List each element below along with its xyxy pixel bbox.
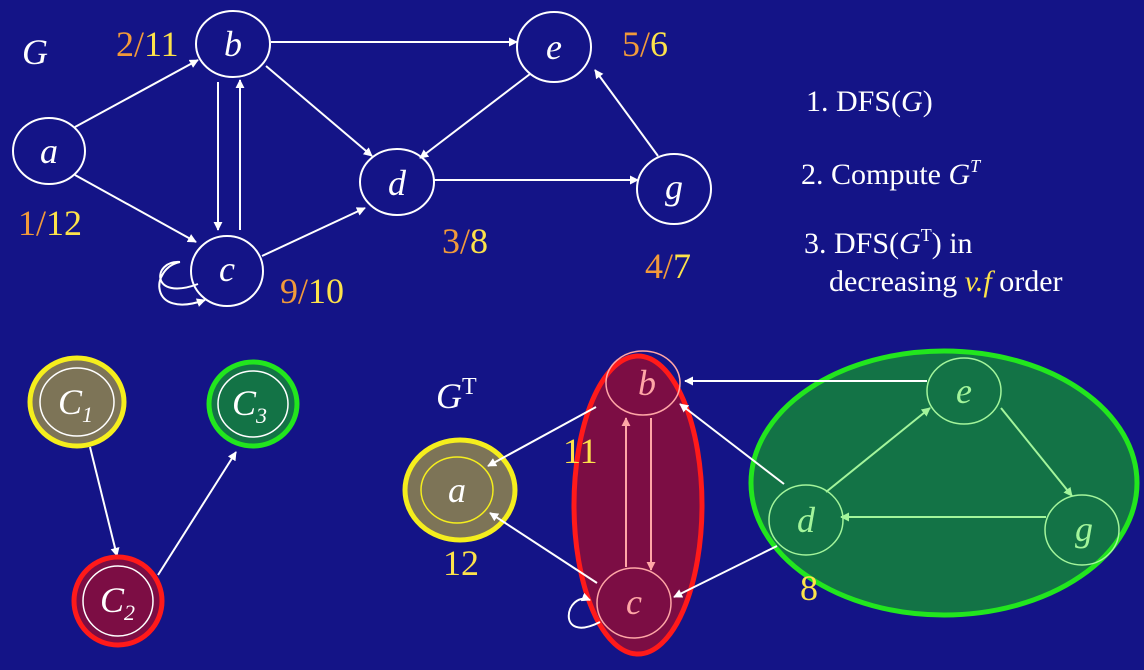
gt-edge-d-c (673, 545, 778, 598)
node-a: a (12, 117, 86, 185)
gt-edge-e-g (1000, 407, 1073, 497)
edge-g-e (594, 69, 659, 157)
node-b: b (195, 10, 271, 78)
step-2: 2. Compute GT (801, 156, 982, 191)
gt-time-d: 8 (800, 568, 818, 608)
svg-text:c: c (219, 249, 235, 289)
svg-text:b: b (638, 363, 656, 403)
gt-edges (487, 376, 1073, 629)
edge-c-d (261, 207, 366, 257)
gt-node-e: e (926, 357, 1002, 425)
edge-c-self (158, 260, 205, 305)
edge-c1-c2 (89, 446, 120, 557)
step-3-line-2: decreasing v.f order (829, 265, 1063, 298)
svg-text:g: g (1075, 509, 1093, 549)
component-c2: C2 (71, 554, 165, 648)
step-1: 1. DFS(G) (806, 85, 933, 118)
component-c3: C3 (206, 359, 300, 449)
time-b: 2/11 (116, 24, 179, 64)
node-d: d (359, 148, 435, 216)
gt-node-g: g (1044, 494, 1120, 566)
time-g: 4/7 (645, 246, 691, 286)
gt-node-a: a (420, 456, 494, 524)
svg-text:d: d (388, 163, 407, 203)
gt-time-a: 12 (443, 543, 479, 583)
node-e: e (516, 11, 592, 83)
node-g: g (636, 153, 712, 225)
svg-text:c: c (626, 582, 642, 622)
svg-text:C1: C1 (58, 382, 93, 427)
edge-b-d (265, 65, 373, 157)
algorithm-steps: 1. DFS(G) 2. Compute GT 3. DFS(GT) in de… (801, 85, 1063, 298)
edge-a-c (74, 174, 197, 243)
svg-text:e: e (546, 27, 562, 67)
gt-edge-c-a (489, 512, 598, 584)
gt-node-c: c (596, 567, 672, 639)
svg-text:g: g (665, 167, 683, 207)
component-graph: C1 C2 C3 (27, 355, 300, 648)
time-a: 1/12 (18, 203, 82, 243)
svg-text:C2: C2 (100, 580, 135, 625)
gt-node-b: b (605, 350, 681, 416)
gt-edge-d-e (825, 407, 931, 493)
svg-text:d: d (797, 500, 816, 540)
g-edges (74, 37, 659, 305)
gt-edge-b-a (487, 406, 597, 467)
svg-text:a: a (40, 131, 58, 171)
gt-edge-d-b (679, 403, 785, 485)
svg-text:C3: C3 (232, 383, 267, 428)
svg-text:a: a (448, 470, 466, 510)
svg-text:b: b (224, 24, 242, 64)
time-d: 3/8 (442, 221, 488, 261)
transpose-label: GT (436, 374, 477, 416)
time-e: 5/6 (622, 24, 668, 64)
node-c: c (190, 235, 264, 307)
time-c: 9/10 (280, 271, 344, 311)
edge-e-d (419, 73, 531, 159)
scc-green-region (748, 348, 1140, 618)
step-3: 3. DFS(GT) in (804, 225, 973, 260)
gt-time-b: 11 (563, 431, 598, 471)
svg-text:e: e (956, 371, 972, 411)
graph-label: G (22, 32, 48, 72)
edge-c2-c3 (157, 451, 237, 576)
gt-node-d: d (768, 484, 844, 556)
edge-a-b (74, 59, 199, 128)
gt-edge-c-self (567, 592, 601, 629)
component-c1: C1 (27, 355, 127, 449)
